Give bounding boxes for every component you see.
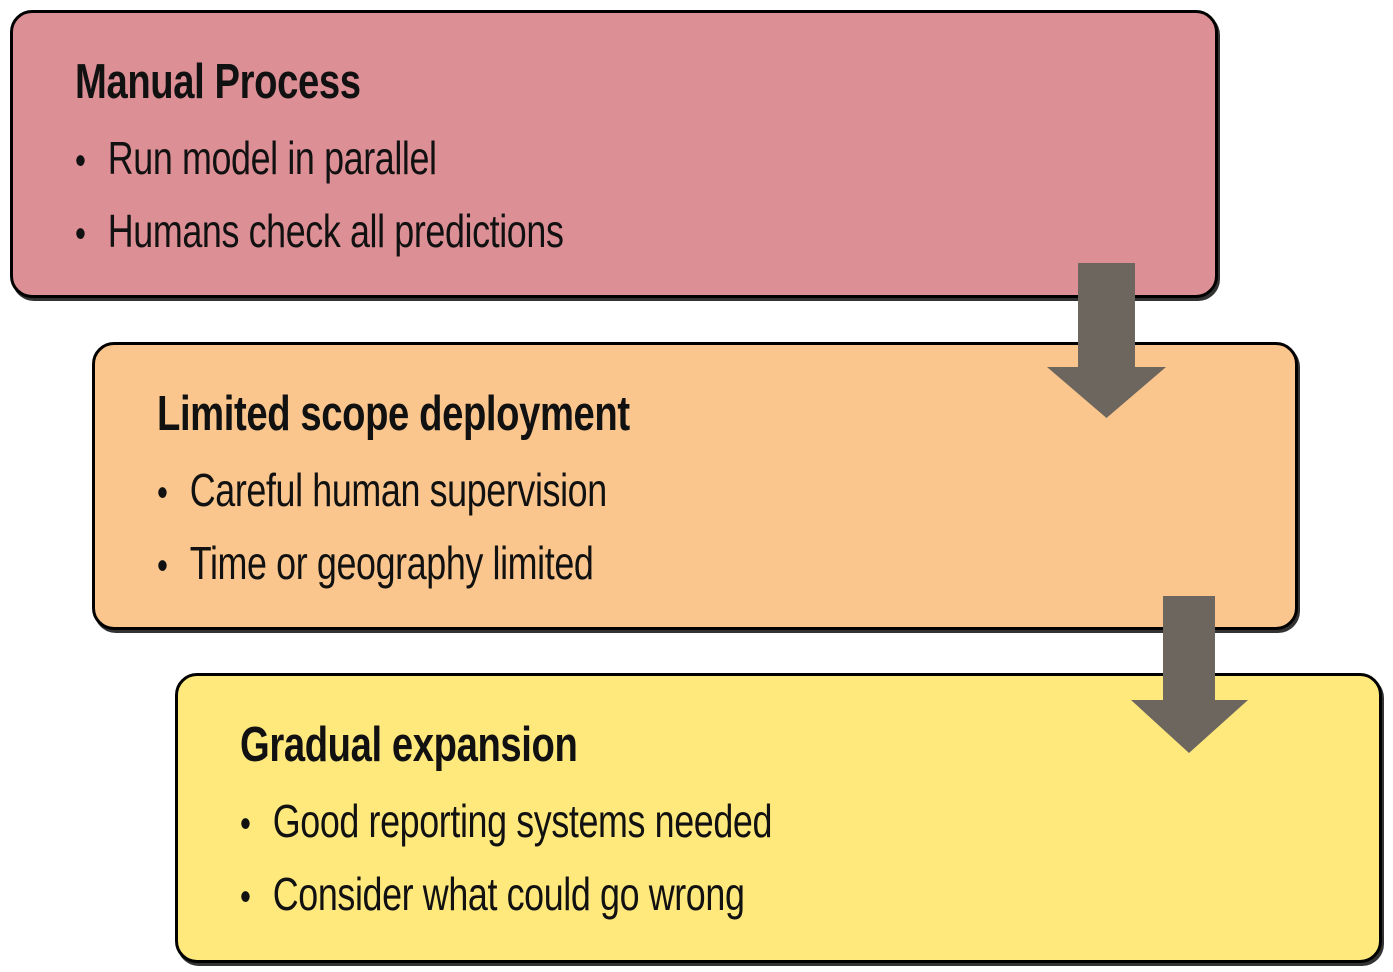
bullet-dot-icon: • bbox=[157, 544, 168, 588]
bullet-list: • Careful human supervision • Time or ge… bbox=[157, 455, 1021, 601]
bullet-text: Consider what could go wrong bbox=[272, 868, 745, 920]
bullet-list: • Run model in parallel • Humans check a… bbox=[75, 123, 941, 269]
box-title: Gradual expansion bbox=[240, 718, 578, 772]
bullet-text: Good reporting systems needed bbox=[272, 795, 773, 847]
down-arrow-icon bbox=[1047, 263, 1166, 418]
box-title: Manual Process bbox=[75, 55, 361, 109]
bullet-text: Humans check all predictions bbox=[107, 205, 564, 257]
bullet-text: Careful human supervision bbox=[189, 464, 607, 516]
down-arrow-shape bbox=[1131, 596, 1248, 753]
bullet-text: Run model in parallel bbox=[107, 132, 437, 184]
down-arrow-shape bbox=[1047, 263, 1166, 418]
bullet-item: • Humans check all predictions bbox=[75, 196, 941, 269]
bullet-item: • Time or geography limited bbox=[157, 528, 1021, 601]
bullet-dot-icon: • bbox=[240, 802, 251, 846]
box-content: Manual Process • Run model in parallel •… bbox=[75, 53, 941, 269]
bullet-dot-icon: • bbox=[240, 875, 251, 919]
bullet-item: • Run model in parallel bbox=[75, 123, 941, 196]
bullet-item: • Careful human supervision bbox=[157, 455, 1021, 528]
bullet-item: • Good reporting systems needed bbox=[240, 786, 1105, 859]
bullet-dot-icon: • bbox=[157, 471, 168, 515]
bullet-item: • Consider what could go wrong bbox=[240, 859, 1105, 932]
box-manual-process: Manual Process • Run model in parallel •… bbox=[10, 10, 1218, 298]
bullet-dot-icon: • bbox=[75, 139, 86, 183]
down-arrow-icon bbox=[1131, 596, 1248, 753]
bullet-list: • Good reporting systems needed • Consid… bbox=[240, 786, 1105, 932]
box-content: Limited scope deployment • Careful human… bbox=[157, 385, 1021, 601]
box-title: Limited scope deployment bbox=[157, 387, 630, 441]
bullet-text: Time or geography limited bbox=[189, 537, 594, 589]
bullet-dot-icon: • bbox=[75, 212, 86, 256]
box-content: Gradual expansion • Good reporting syste… bbox=[240, 716, 1105, 932]
